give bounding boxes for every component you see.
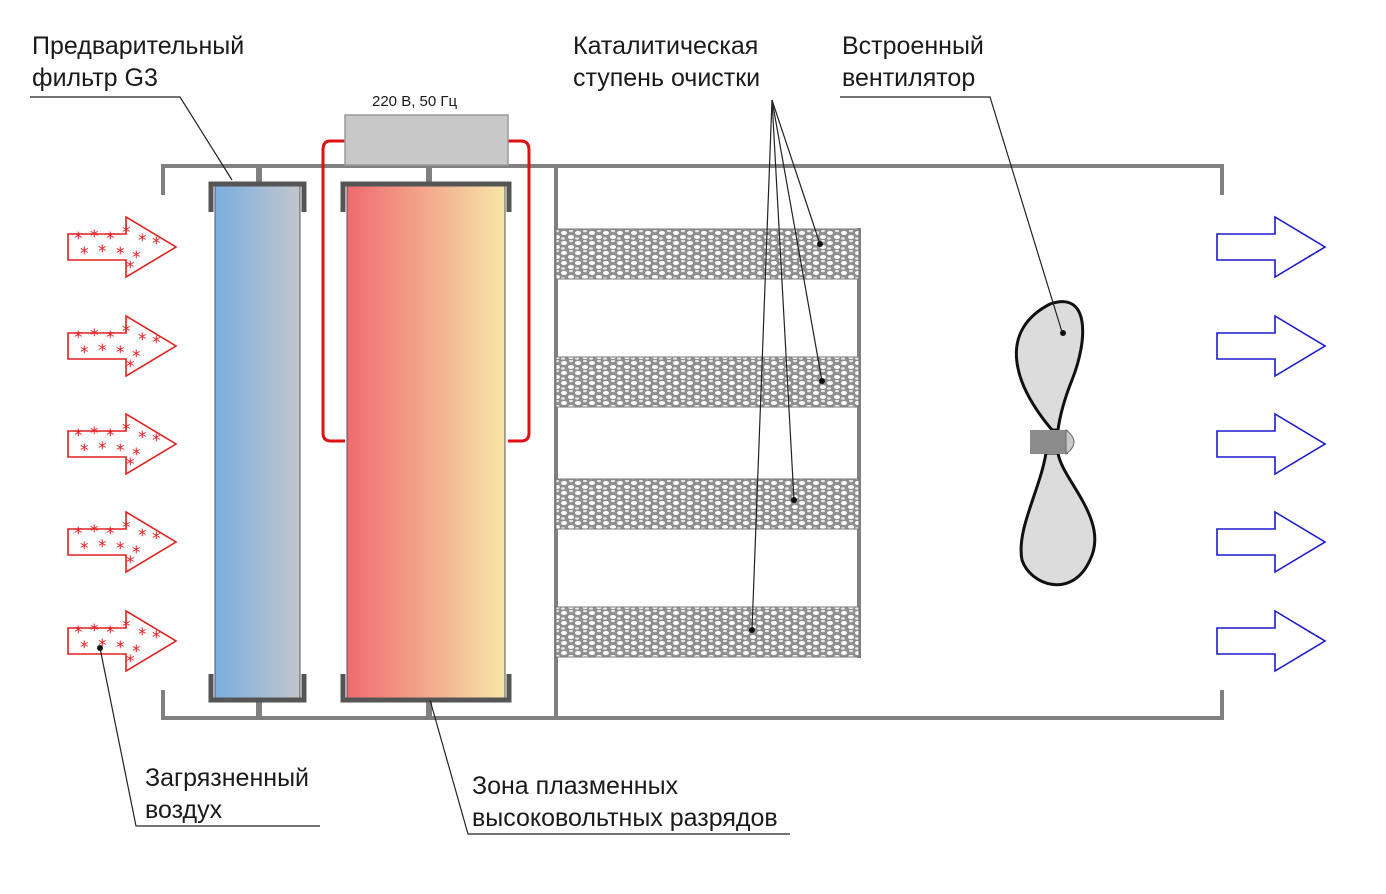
outlet-arrows bbox=[1216, 216, 1326, 672]
clean-air-arrow-icon bbox=[1216, 216, 1326, 278]
catalyst-panel bbox=[555, 228, 860, 280]
label-plasma-zone-line2: высоковольтных разрядов bbox=[472, 804, 778, 832]
label-catalytic-line2: ступень очистки bbox=[573, 64, 761, 92]
fan-propeller-icon bbox=[1015, 300, 1097, 587]
label-catalytic: Каталитическая ступень очистки bbox=[573, 30, 760, 94]
dirty-air-arrow-icon bbox=[67, 511, 177, 574]
clean-air-arrow-icon bbox=[1216, 315, 1326, 377]
catalyst-panel bbox=[555, 356, 860, 408]
label-fan-line1: Встроенный bbox=[842, 32, 984, 60]
label-power: 220 В, 50 Гц bbox=[372, 93, 458, 110]
power-supply bbox=[321, 114, 531, 443]
label-dirty-air: Загрязненный воздух bbox=[145, 762, 309, 826]
catalytic-stage bbox=[554, 166, 861, 718]
dirty-air-arrow-icon bbox=[67, 216, 177, 279]
catalyst-panel bbox=[555, 478, 860, 530]
label-prefilter-line1: Предварительный bbox=[32, 32, 245, 60]
label-plasma-zone-line1: Зона плазменных bbox=[472, 772, 679, 800]
plasma-zone-module bbox=[340, 166, 512, 718]
dirty-air-arrow-icon bbox=[67, 610, 177, 673]
label-prefilter: Предварительный фильтр G3 bbox=[32, 30, 244, 94]
label-prefilter-line2: фильтр G3 bbox=[32, 64, 158, 92]
label-fan: Встроенный вентилятор bbox=[842, 30, 984, 94]
label-plasma-zone: Зона плазменных высоковольтных разрядов bbox=[472, 770, 778, 834]
label-catalytic-line1: Каталитическая bbox=[573, 32, 759, 60]
catalyst-panel bbox=[555, 606, 860, 658]
label-fan-line2: вентилятор bbox=[842, 64, 976, 92]
dirty-air-arrow-icon bbox=[67, 413, 177, 476]
housing-top-wall bbox=[163, 164, 1222, 168]
clean-air-arrow-icon bbox=[1216, 511, 1326, 573]
leader-lines bbox=[30, 96, 1063, 835]
inlet-arrows bbox=[67, 216, 177, 673]
leader-dots bbox=[97, 241, 825, 651]
dirty-air-arrow-icon bbox=[67, 315, 177, 378]
label-dirty-air-line2: воздух bbox=[145, 796, 223, 824]
prefilter-g3 bbox=[208, 166, 307, 718]
clean-air-arrow-icon bbox=[1216, 610, 1326, 672]
clean-air-arrow-icon bbox=[1216, 413, 1326, 475]
label-dirty-air-line1: Загрязненный bbox=[145, 764, 310, 792]
